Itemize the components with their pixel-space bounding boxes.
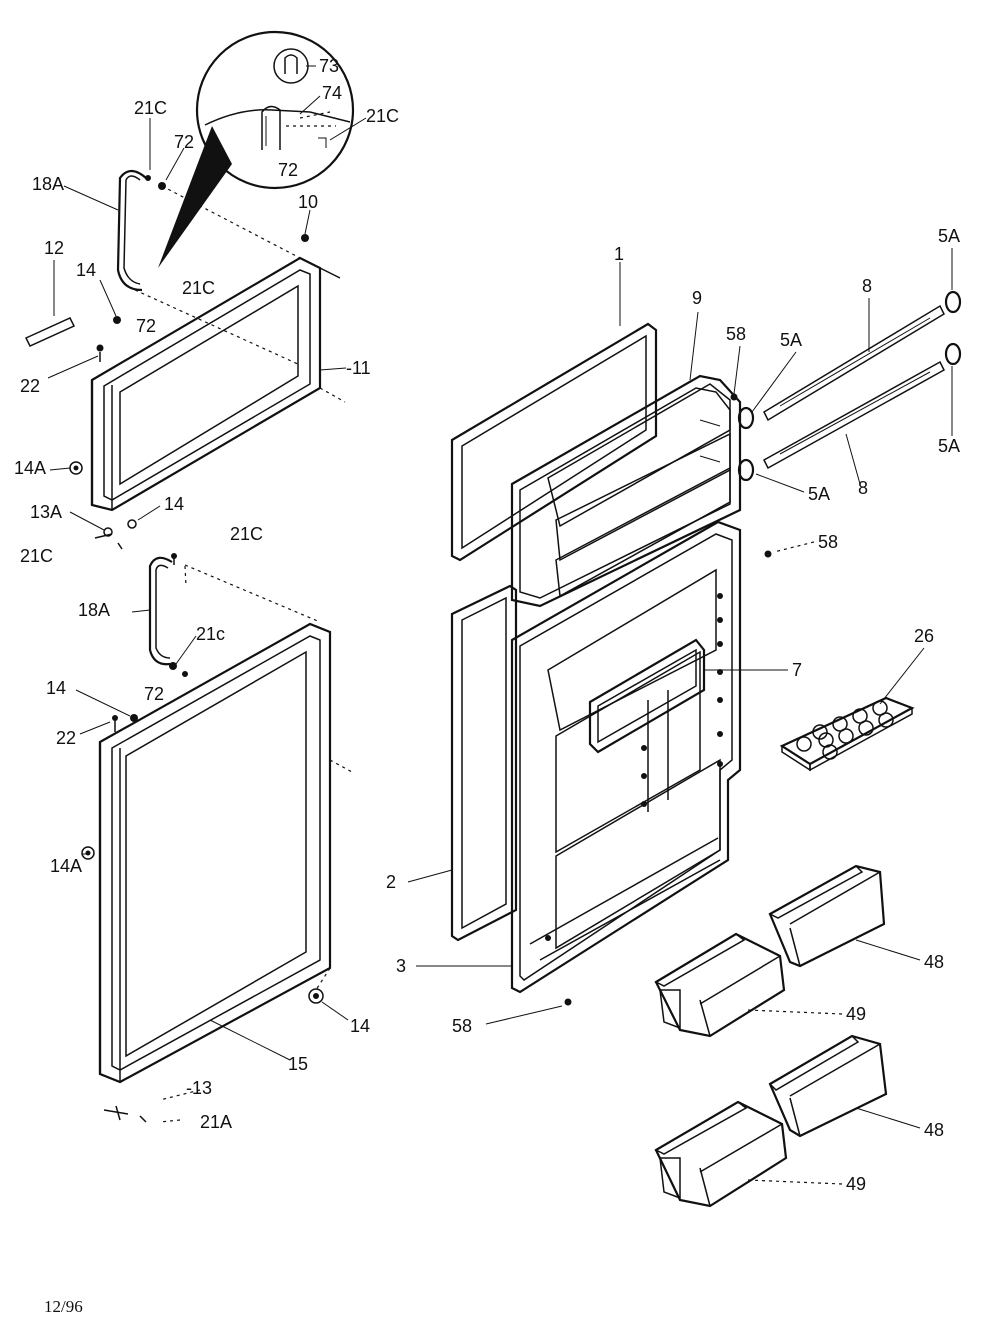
- label-5A: 5A: [938, 226, 960, 246]
- label-21C: 21C: [134, 98, 167, 118]
- label-14: 14: [164, 494, 184, 514]
- label-21C: 21C: [230, 524, 263, 544]
- label-2: 2: [386, 872, 396, 892]
- label-22: 22: [56, 728, 76, 748]
- label-11: -11: [346, 358, 371, 378]
- label-74: 74: [322, 83, 342, 103]
- label-21A: 21A: [200, 1112, 232, 1132]
- label-18A: 18A: [78, 600, 110, 620]
- label-12: 12: [44, 238, 64, 258]
- label-5A: 5A: [808, 484, 830, 504]
- label-5A: 5A: [938, 436, 960, 456]
- label-9: 9: [692, 288, 702, 308]
- label-72: 72: [136, 316, 156, 336]
- label-58: 58: [452, 1016, 472, 1036]
- label-13: -13: [186, 1078, 212, 1098]
- label-15: 15: [288, 1054, 308, 1074]
- label-14A: 14A: [50, 856, 82, 876]
- label-72: 72: [278, 160, 298, 180]
- label-14: 14: [76, 260, 96, 280]
- door-bin-lower-49: [654, 1100, 788, 1208]
- label-49: 49: [846, 1174, 866, 1194]
- label-14: 14: [350, 1016, 370, 1036]
- label-7: 7: [792, 660, 802, 680]
- egg-tray: [779, 696, 915, 772]
- label-72: 72: [174, 132, 194, 152]
- label-21C: 21C: [20, 546, 53, 566]
- fresh-food-door: [98, 622, 332, 1084]
- fresh-food-fasteners: [81, 553, 353, 1123]
- label-8: 8: [862, 276, 872, 296]
- fresh-food-handle: [148, 556, 173, 666]
- door-bin-lower-48: [768, 1034, 888, 1138]
- freezer-trim-part: [24, 317, 76, 347]
- label-48: 48: [924, 952, 944, 972]
- label-21C: 21C: [366, 106, 399, 126]
- label-49: 49: [846, 1004, 866, 1024]
- label-8: 8: [858, 478, 868, 498]
- label-14: 14: [46, 678, 66, 698]
- callout-labels: 73 74 21C 21C 72 72 18A 10 12 14 21C 72 …: [14, 56, 960, 1316]
- label-72: 72: [144, 684, 164, 704]
- label-48: 48: [924, 1120, 944, 1140]
- label-73: 73: [319, 56, 339, 76]
- rail-end-caps: [730, 290, 962, 558]
- freezer-liner: [510, 374, 742, 608]
- date-stamp: 12/96: [44, 1297, 83, 1316]
- label-5A: 5A: [780, 330, 802, 350]
- leader-lines: [47, 65, 953, 1185]
- label-10: 10: [298, 192, 318, 212]
- fresh-food-liner: [510, 520, 742, 994]
- door-bin-upper-48: [768, 864, 886, 968]
- label-14A: 14A: [14, 458, 46, 478]
- label-21C: 21C: [182, 278, 215, 298]
- label-58: 58: [726, 324, 746, 344]
- label-26: 26: [914, 626, 934, 646]
- label-58: 58: [818, 532, 838, 552]
- dairy-compartment: [588, 638, 706, 754]
- label-1: 1: [614, 244, 624, 264]
- detail-magnifier: [158, 30, 355, 268]
- freezer-handle: [116, 169, 147, 292]
- shelf-rails: [763, 304, 945, 470]
- freezer-door: [90, 256, 341, 512]
- label-18A: 18A: [32, 174, 64, 194]
- door-bin-upper-49: [654, 932, 786, 1038]
- label-21c: 21c: [196, 624, 225, 644]
- label-13A: 13A: [30, 502, 62, 522]
- label-22: 22: [20, 376, 40, 396]
- fresh-food-gasket: [450, 584, 518, 942]
- label-3: 3: [396, 956, 406, 976]
- freezer-gasket: [450, 322, 658, 562]
